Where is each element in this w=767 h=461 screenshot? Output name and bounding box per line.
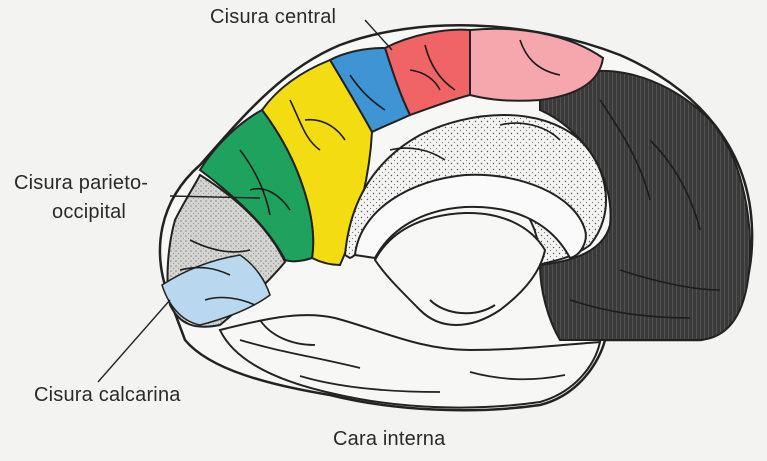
label-central-fissure: Cisura central: [210, 6, 336, 28]
label-view-caption: Cara interna: [333, 428, 445, 450]
label-parieto-occipital-1: Cisura parieto-: [14, 172, 148, 194]
label-parieto-occipital-2: occipital: [52, 201, 126, 223]
label-calcarine-fissure: Cisura calcarina: [34, 384, 181, 406]
pointer-calcarina: [98, 300, 170, 382]
